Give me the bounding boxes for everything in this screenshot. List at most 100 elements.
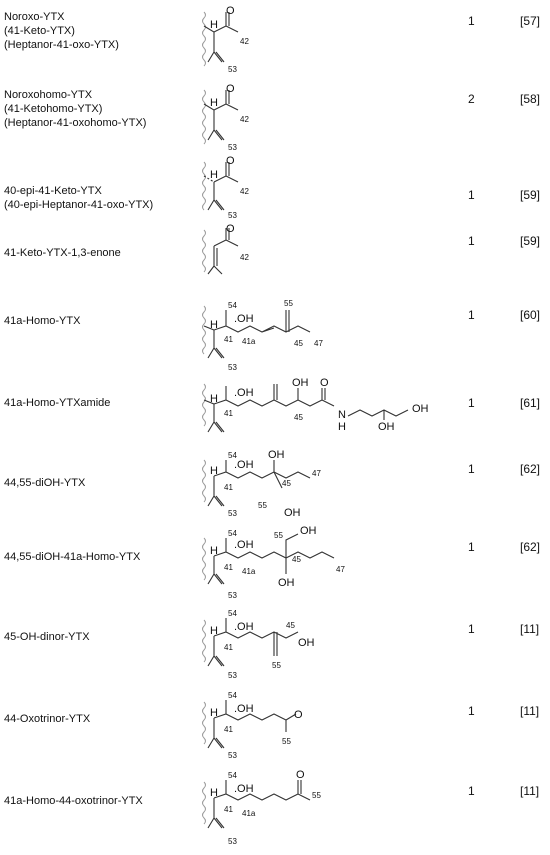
svg-text:45: 45 [292,555,301,564]
svg-text:54: 54 [228,529,237,538]
compound-name: 40-epi-41-Keto-YTX (40-epi-Heptanor-41-o… [4,185,154,211]
svg-text:53: 53 [228,671,237,680]
reference: [61] [520,396,541,410]
svg-text:OH: OH [412,403,429,415]
structure: H .OH 41 45 OH O N H OH OH [202,377,429,433]
svg-text:53: 53 [228,591,237,600]
table-row: 45-OH-dinor-YTX H 54 .OH 41 45 OH 55 53 … [0,604,550,686]
table-row: Noroxo-YTX (41-Keto-YTX) (Heptanor-41-ox… [0,0,550,80]
svg-text:H: H [210,19,218,31]
count: 1 [468,462,475,476]
svg-text:55: 55 [258,501,267,510]
structure: O 42 [202,223,249,275]
reference: [59] [520,234,541,248]
svg-text:OH: OH [278,577,295,589]
svg-text:53: 53 [228,65,237,74]
reference: [62] [520,462,541,476]
svg-text:54: 54 [228,451,237,460]
structure: H O 42 53 [202,155,249,220]
compound-name: 41a-Homo-44-oxotrinor-YTX [4,795,143,807]
compound-name: 44,55-diOH-YTX [4,477,86,489]
compound-name: 41-Keto-YTX-1,3-enone [4,247,121,259]
table-row: 44,55-diOH-41a-Homo-YTX H 54 .OH 55 OH 4… [0,522,550,604]
compound-name: 44-Oxotrinor-YTX [4,713,91,725]
svg-text:N: N [338,409,346,421]
svg-text:.OH: .OH [234,539,254,551]
svg-text:53: 53 [228,751,237,760]
svg-text:53: 53 [228,363,237,372]
svg-text:55: 55 [312,791,321,800]
count: 1 [468,234,475,248]
svg-text:45: 45 [294,339,303,348]
svg-text:O: O [226,155,235,167]
svg-text:H: H [338,421,346,433]
reference: [11] [520,704,540,718]
table-row: 44-Oxotrinor-YTX H 54 .OH 41 O 55 53 1 [… [0,686,550,766]
svg-text:.OH: .OH [234,387,254,399]
svg-text:O: O [320,377,329,389]
structure: H 54 .OH 41 45 OH 55 53 [202,609,315,680]
svg-text:H: H [210,465,218,477]
svg-text:H: H [210,393,218,405]
svg-text:53: 53 [228,509,237,518]
count: 1 [468,396,475,410]
structure: H 54 .OH 41 41a 55 45 47 53 [202,299,323,372]
count: 1 [468,622,475,636]
svg-text:54: 54 [228,301,237,310]
svg-text:.OH: .OH [234,313,254,325]
svg-text:41: 41 [224,335,233,344]
svg-text:42: 42 [240,253,249,262]
svg-text:OH: OH [284,507,301,519]
compound-name: Noroxohomo-YTX (41-Ketohomo-YTX) (Heptan… [4,89,147,129]
svg-text:54: 54 [228,771,237,780]
svg-text:41a: 41a [242,337,256,346]
compound-name: 44,55-diOH-41a-Homo-YTX [4,551,141,563]
compound-name: Noroxo-YTX (41-Keto-YTX) (Heptanor-41-ox… [4,11,119,51]
svg-text:41a: 41a [242,567,256,576]
svg-text:41: 41 [224,409,233,418]
compound-name: 45-OH-dinor-YTX [4,631,90,643]
count: 1 [468,308,475,322]
svg-text:41: 41 [224,725,233,734]
svg-text:53: 53 [228,211,237,220]
svg-text:H: H [210,97,218,109]
svg-text:55: 55 [282,737,291,746]
svg-text:H: H [210,707,218,719]
svg-text:45: 45 [282,479,291,488]
svg-text:54: 54 [228,609,237,618]
svg-text:47: 47 [336,565,345,574]
svg-text:.OH: .OH [234,703,254,715]
svg-text:55: 55 [274,531,283,540]
svg-text:42: 42 [240,37,249,46]
svg-text:.OH: .OH [234,459,254,471]
count: 1 [468,784,475,798]
svg-text:55: 55 [272,661,281,670]
svg-text:.OH: .OH [234,783,254,795]
table-row: 44,55-diOH-YTX H 54 .OH OH 41 45 47 55 O… [0,446,550,522]
svg-text:H: H [210,319,218,331]
svg-text:47: 47 [314,339,323,348]
count: 2 [468,92,475,106]
reference: [62] [520,540,541,554]
compound-name: 41a-Homo-YTX [4,315,81,327]
svg-text:H: H [210,545,218,557]
reference: [58] [520,92,541,106]
svg-text:53: 53 [228,837,237,846]
count: 1 [468,14,475,28]
svg-text:41: 41 [224,483,233,492]
structure: H O 42 53 [202,5,249,74]
svg-text:H: H [210,787,218,799]
svg-text:OH: OH [300,525,317,537]
reference: [11] [520,622,540,636]
svg-text:41a: 41a [242,809,256,818]
svg-text:OH: OH [378,421,395,433]
table-row: 40-epi-41-Keto-YTX (40-epi-Heptanor-41-o… [0,150,550,222]
svg-text:O: O [226,83,235,95]
svg-text:55: 55 [284,299,293,308]
count: 1 [468,540,475,554]
svg-text:42: 42 [240,115,249,124]
svg-text:O: O [226,5,235,17]
table-row: 41a-Homo-YTX H 54 .OH 41 41a 55 45 47 53… [0,290,550,374]
reference: [60] [520,308,541,322]
svg-text:47: 47 [312,469,321,478]
